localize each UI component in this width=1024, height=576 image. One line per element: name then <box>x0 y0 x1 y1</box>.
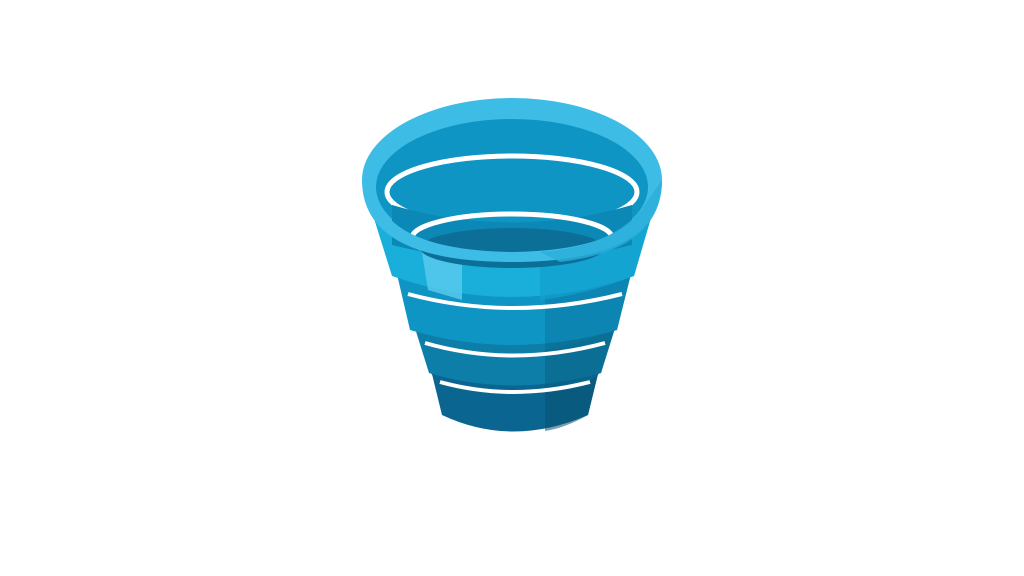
funnel-gap-3 <box>439 380 591 394</box>
funnel-rim-front-shade <box>540 180 662 262</box>
funnel-gap-2 <box>424 341 606 358</box>
funnel-gap-1 <box>407 292 623 310</box>
